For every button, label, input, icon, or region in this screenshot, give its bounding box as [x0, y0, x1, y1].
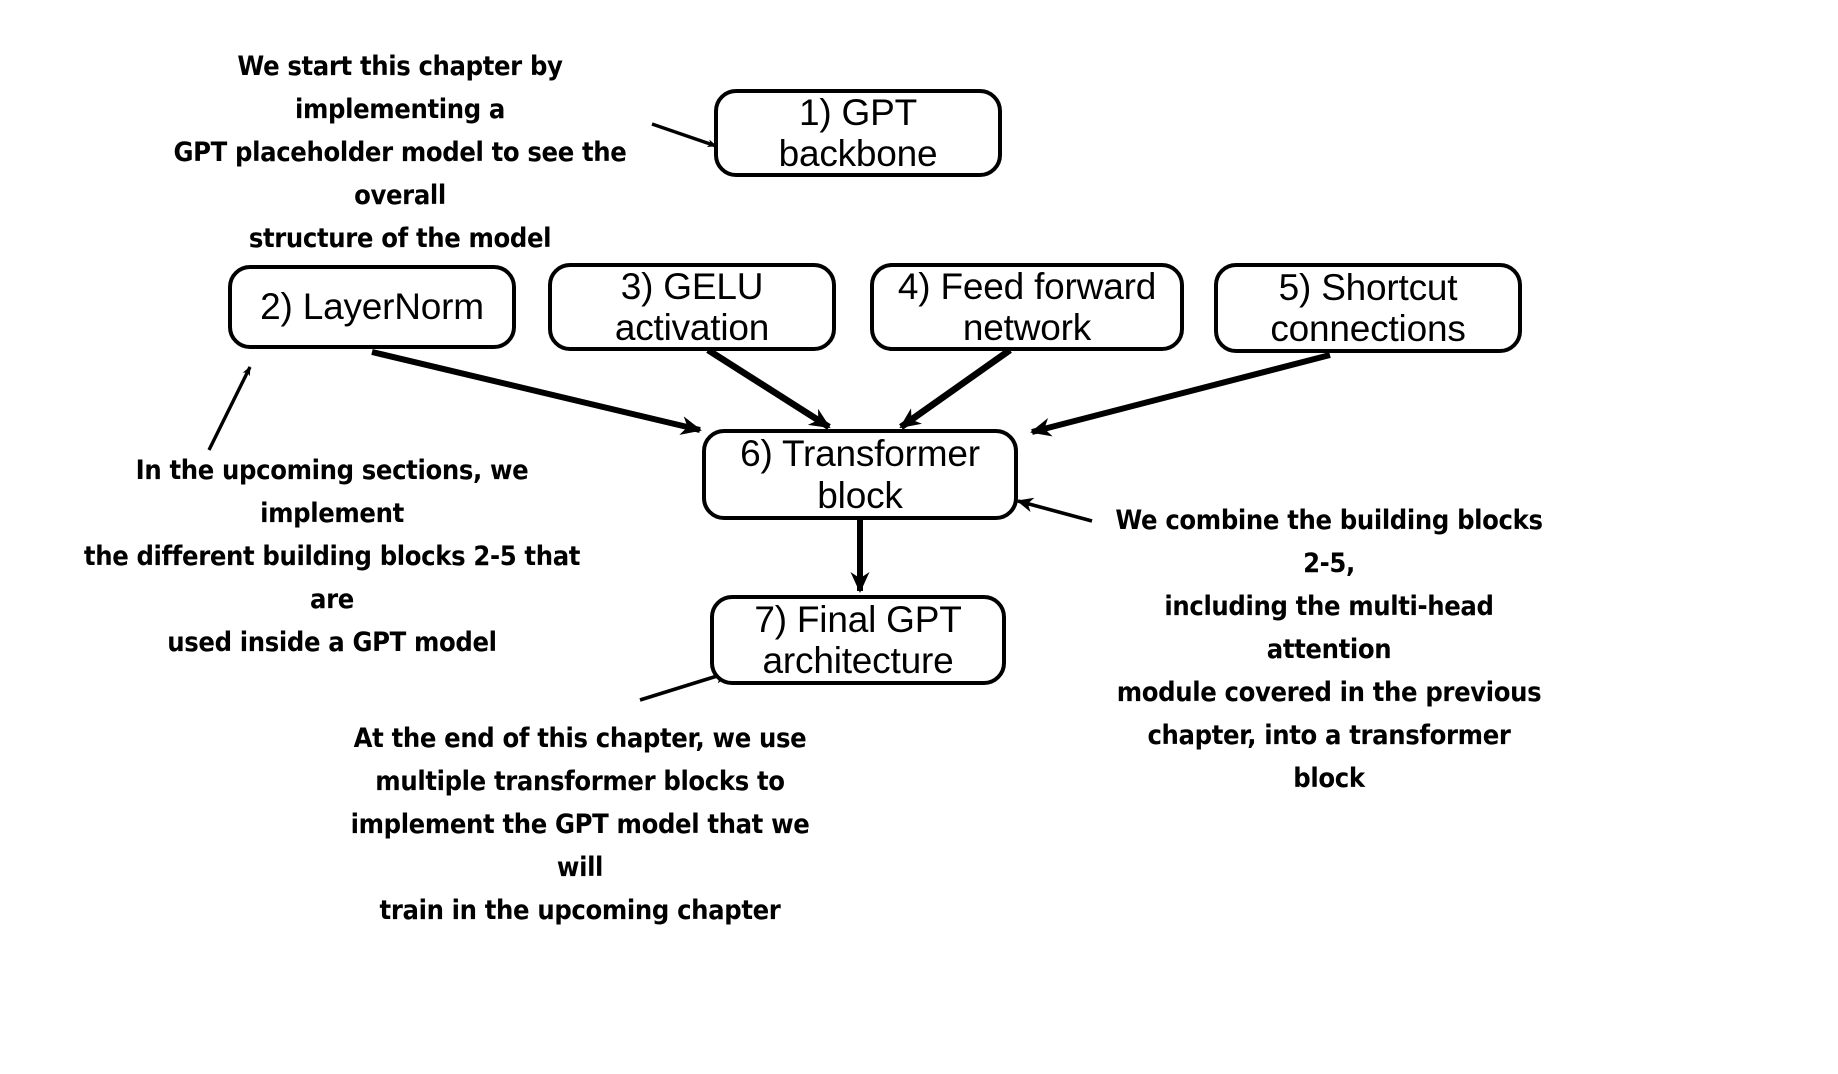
arrow-intro-to-gpt-backbone: [651, 122, 717, 148]
node-feed-forward[interactable]: 4) Feed forward network: [870, 263, 1184, 351]
arrow-combine-to-transformer: [1016, 497, 1093, 523]
arrow-feedforward-to-transformer: [899, 347, 1012, 430]
node-final-gpt-architecture[interactable]: 7) Final GPT architecture: [710, 595, 1006, 685]
node-gpt-backbone[interactable]: 1) GPT backbone: [714, 89, 1002, 177]
arrow-buildingblocks-to-layernorm: [207, 366, 252, 451]
arrow-shortcut-to-transformer: [1030, 352, 1331, 437]
arrow-gelu-to-transformer: [706, 347, 831, 430]
node-gelu-activation[interactable]: 3) GELU activation: [548, 263, 836, 351]
annotation-final-note: At the end of this chapter, we use multi…: [350, 723, 810, 926]
arrow-layernorm-to-transformer: [371, 349, 702, 435]
node-transformer-block[interactable]: 6) Transformer block: [702, 429, 1018, 520]
node-shortcut-connections[interactable]: 5) Shortcut connections: [1214, 263, 1522, 353]
annotation-building-blocks-note: In the upcoming sections, we implement t…: [83, 455, 581, 658]
annotation-intro-note: We start this chapter by implementing a …: [173, 51, 627, 254]
annotation-combine-note: We combine the building blocks 2-5, incl…: [1115, 505, 1543, 794]
node-layernorm[interactable]: 2) LayerNorm: [228, 265, 516, 349]
